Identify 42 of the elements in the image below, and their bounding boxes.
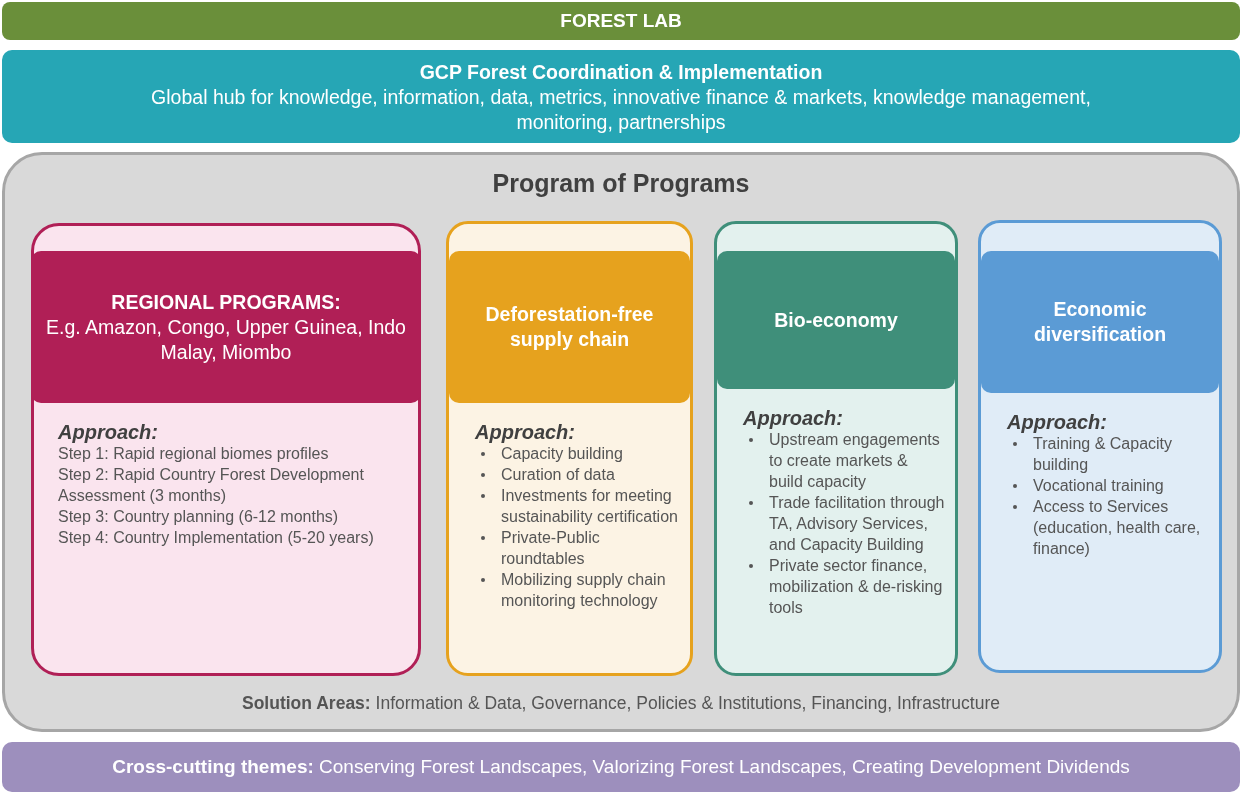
program-card — [978, 220, 1222, 673]
program-card — [446, 221, 693, 676]
band-text: Cross-cutting themes: Conserving Forest Landscapes, Valorizing Forest Landscapes, Creating Development Dividends — [112, 756, 1130, 778]
bullet-text: Curation of data — [501, 466, 615, 483]
approach-heading: Approach: — [743, 407, 844, 429]
approach-heading: Approach: — [475, 421, 576, 443]
header-title: Deforestation-free supply chain — [484, 302, 655, 352]
themes-band — [2, 742, 1240, 792]
step-text: Step 1: Rapid regional biomes profiles — [58, 444, 330, 464]
bullet-text: Trade facilitation through TA, Advisory Services, and Capacity Building — [769, 494, 945, 553]
program-container — [2, 152, 1240, 732]
bullet-text: Private sector finance, mobilization & de-risking tools — [769, 557, 943, 616]
bullet-text: Access to Services (education, health care, finance) — [1033, 498, 1201, 557]
program-card — [31, 223, 421, 676]
program-card — [714, 221, 958, 676]
approach-heading: Approach: — [1007, 411, 1108, 433]
bullet-text: Upstream engagements to create markets & build capacity — [769, 431, 940, 490]
card-header — [981, 251, 1219, 393]
step-text: Step 4: Country Implementation (5-20 years) — [58, 528, 375, 548]
card-header — [449, 251, 690, 403]
header-title: Economic diversification — [1032, 297, 1168, 347]
band-text: FOREST LAB — [560, 10, 682, 32]
hub-title: GCP Forest Coordination & Implementation — [418, 60, 824, 85]
solution-areas-text: Solution Areas: Information & Data, Governance, Policies & Institutions, Financing, Infrastructure — [241, 693, 1001, 714]
approach-heading: Approach: — [58, 421, 159, 443]
card-header — [717, 251, 955, 389]
header-text: E.g. Amazon, Congo, Upper Guinea, Indo Malay, Miombo — [45, 314, 407, 365]
bullet-text: Investments for meeting sustainability certification — [501, 487, 678, 525]
container-title: Program of Programs — [491, 169, 751, 198]
bullet-text: Capacity building — [501, 445, 623, 462]
header-title: REGIONAL PROGRAMS: — [111, 289, 341, 315]
bullet-text: Training & Capacity building — [1033, 435, 1173, 473]
bullet-text: Private-Public roundtables — [501, 529, 600, 567]
hub-banner — [2, 50, 1240, 143]
bullet-text: Mobilizing supply chain monitoring technology — [501, 571, 666, 609]
header-title: Bio-economy — [774, 307, 898, 333]
card-header — [31, 251, 421, 403]
hub-description: Global hub for knowledge, information, data, metrics, innovative finance & markets, knowledge management, monitoring, partnerships — [150, 85, 1092, 135]
step-text: Step 3: Country planning (6-12 months) — [58, 507, 340, 527]
title-band — [2, 2, 1240, 40]
step-text: Step 2: Rapid Country Forest Development Assessment (3 months) — [58, 465, 365, 506]
bullet-text: Vocational training — [1033, 477, 1164, 494]
